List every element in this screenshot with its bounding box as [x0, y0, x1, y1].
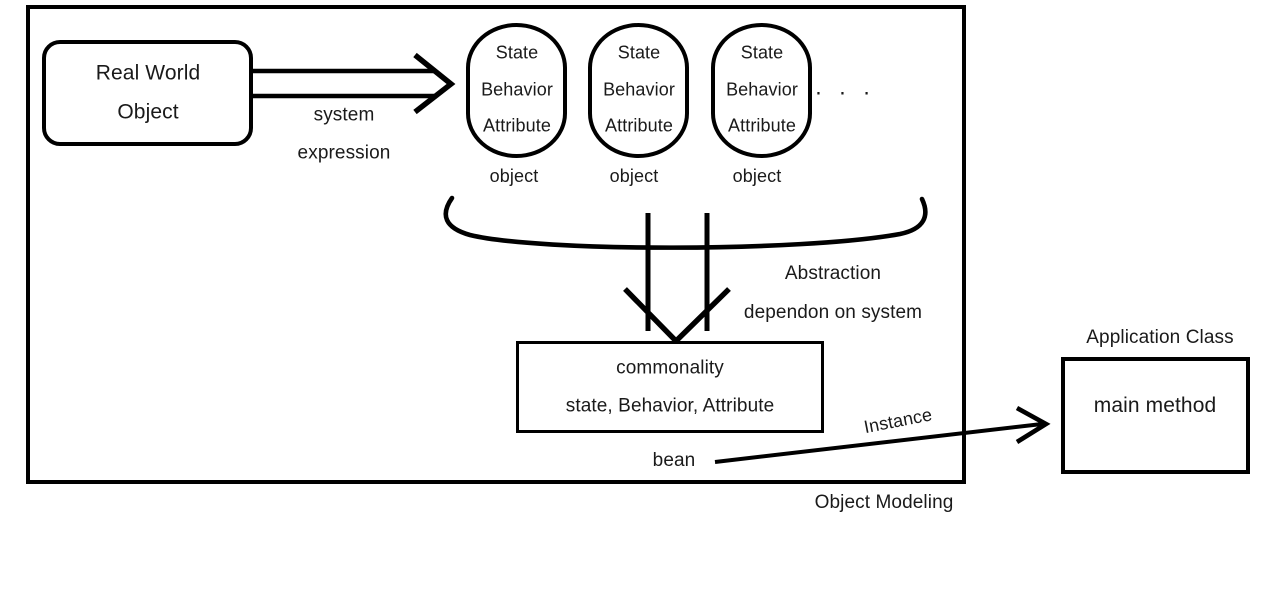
abstraction-line-1: Abstraction	[784, 262, 882, 284]
application-class-caption: Application Class	[1086, 327, 1234, 349]
object-pill-text: State Behavior Attribute	[481, 41, 553, 137]
bean-label: bean	[652, 450, 696, 472]
abstraction-note: Abstraction dependon on system	[744, 262, 922, 325]
object-behavior-label: Behavior	[481, 78, 553, 99]
commonality-label: commonality state, Behavior, Attribute	[566, 356, 775, 418]
object-pill	[466, 23, 567, 158]
object-attribute-label: Attribute	[728, 115, 796, 136]
real-world-object-label: Real World Object	[96, 60, 200, 126]
system-expression-label: system expression	[298, 103, 391, 165]
object-behavior-label: Behavior	[726, 78, 798, 99]
object-state-label: State	[740, 42, 784, 63]
real-world-object-line-2: Object	[117, 100, 179, 124]
application-class-box	[1061, 357, 1250, 474]
object-attribute-label: Attribute	[483, 115, 551, 136]
object-pill-text: State Behavior Attribute	[726, 41, 798, 137]
commonality-box	[516, 341, 824, 433]
grouping-brace	[443, 195, 928, 250]
commonality-line-1: commonality	[616, 357, 724, 379]
system-expression-line-2: expression	[297, 142, 391, 163]
object-behavior-label: Behavior	[603, 78, 675, 99]
object-pill-text: State Behavior Attribute	[603, 41, 675, 137]
object-pill	[711, 23, 812, 158]
main-method-label: main method	[1093, 393, 1217, 417]
commonality-line-2: state, Behavior, Attribute	[565, 395, 775, 416]
instance-arrow-label: Instance	[862, 404, 934, 438]
object-attribute-label: Attribute	[605, 115, 673, 136]
object-state-label: State	[495, 42, 539, 63]
real-world-object-line-1: Real World	[95, 61, 201, 85]
real-world-object-box	[42, 40, 253, 146]
system-expression-line-1: system	[313, 104, 375, 126]
object-pill-caption: object	[732, 165, 782, 186]
object-pill	[588, 23, 689, 158]
object-pill-caption: object	[489, 165, 539, 186]
object-pill-caption: object	[609, 165, 659, 186]
object-modeling-caption: Object Modeling	[814, 492, 954, 514]
abstraction-line-2: dependon on system	[743, 301, 923, 323]
abstraction-down-arrow	[623, 213, 731, 345]
object-state-label: State	[617, 42, 661, 63]
ellipsis-icon: · · ·	[814, 78, 876, 105]
